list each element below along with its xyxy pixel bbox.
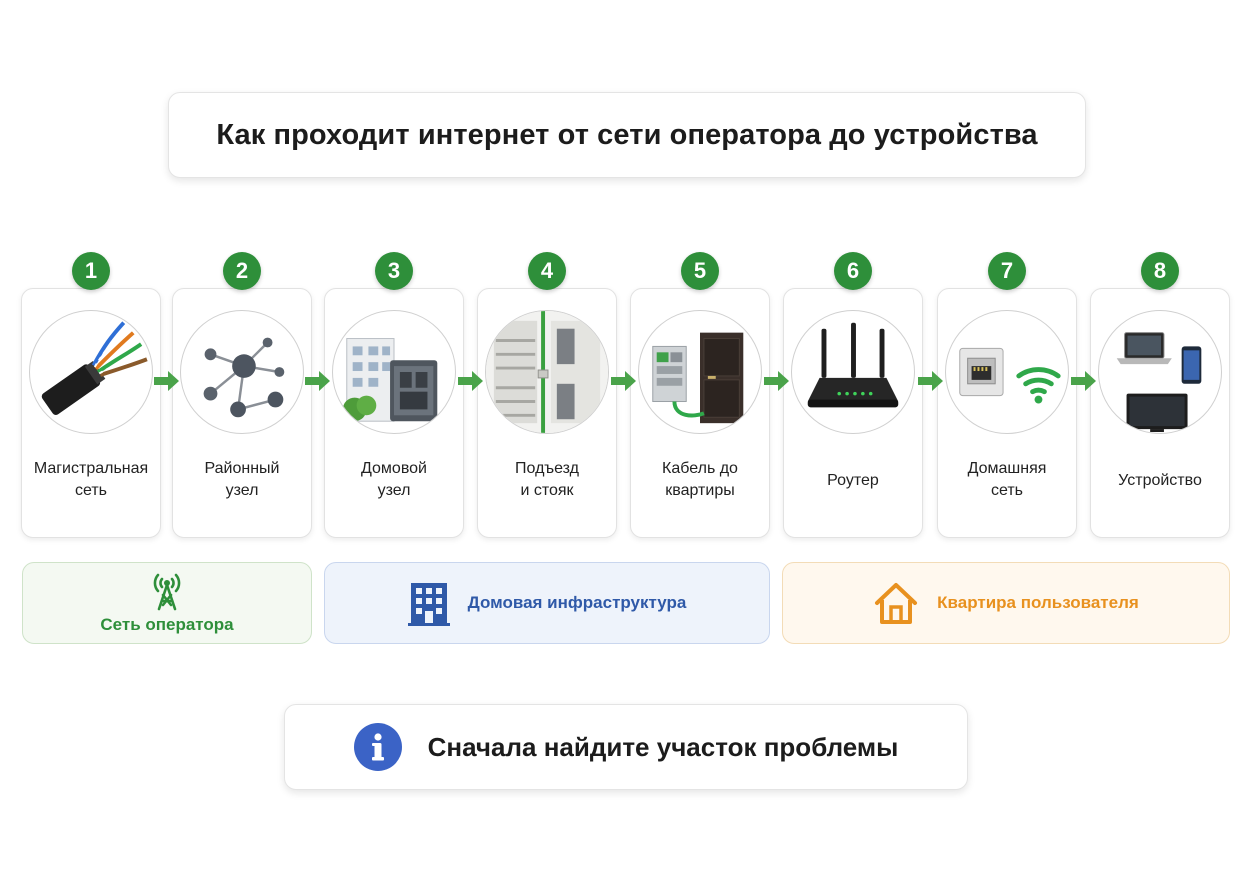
step-number-badge: 8: [1141, 252, 1179, 290]
title-card: Как проходит интернет от сети оператора …: [168, 92, 1086, 178]
tip-card: Сначала найдите участок проблемы: [284, 704, 968, 790]
step-label: Роутер: [827, 472, 879, 489]
antenna-tower-icon: [153, 573, 181, 611]
office-building-icon: [407, 583, 450, 626]
step-number-badge: 3: [375, 252, 413, 290]
devices-icon: [1098, 310, 1222, 434]
group-user-apartment: Квартира пользователя: [782, 562, 1230, 644]
step-label: Устройство: [1118, 472, 1202, 489]
step-number-badge: 4: [528, 252, 566, 290]
fiber-cable-icon: [29, 310, 153, 434]
step-number-badge: 2: [223, 252, 261, 290]
group-operator-network: Сеть оператора: [22, 562, 312, 644]
info-icon: [353, 723, 402, 771]
house-icon: [875, 583, 918, 624]
step-number-badge: 6: [834, 252, 872, 290]
flow-arrow-icon: [764, 371, 789, 391]
building-node-icon: [332, 310, 456, 434]
home-network-icon: [945, 310, 1069, 434]
flow-arrow-icon: [305, 371, 330, 391]
step-8: 8 Устройство: [1090, 252, 1230, 540]
group-label: Квартира пользователя: [937, 593, 1139, 612]
group-label: Сеть оператора: [100, 615, 234, 634]
group-label: Домовая инфраструктура: [467, 593, 687, 612]
flow-arrow-icon: [1071, 371, 1096, 391]
step-number-badge: 7: [988, 252, 1026, 290]
page-title: Как проходит интернет от сети оператора …: [216, 118, 1038, 151]
flow-arrow-icon: [458, 371, 483, 391]
step-number-badge: 5: [681, 252, 719, 290]
network-node-icon: [180, 310, 304, 434]
flow-arrow-icon: [611, 371, 636, 391]
step-6: 6 Роутер: [783, 252, 923, 540]
group-building-infrastructure: Домовая инфраструктура: [324, 562, 770, 644]
flow-arrow-icon: [154, 371, 179, 391]
router-icon: [791, 310, 915, 434]
apartment-cable-icon: [638, 310, 762, 434]
stairwell-riser-icon: [485, 310, 609, 434]
flow-arrow-icon: [918, 371, 943, 391]
tip-text: Сначала найдите участок проблемы: [427, 731, 899, 762]
step-number-badge: 1: [72, 252, 110, 290]
